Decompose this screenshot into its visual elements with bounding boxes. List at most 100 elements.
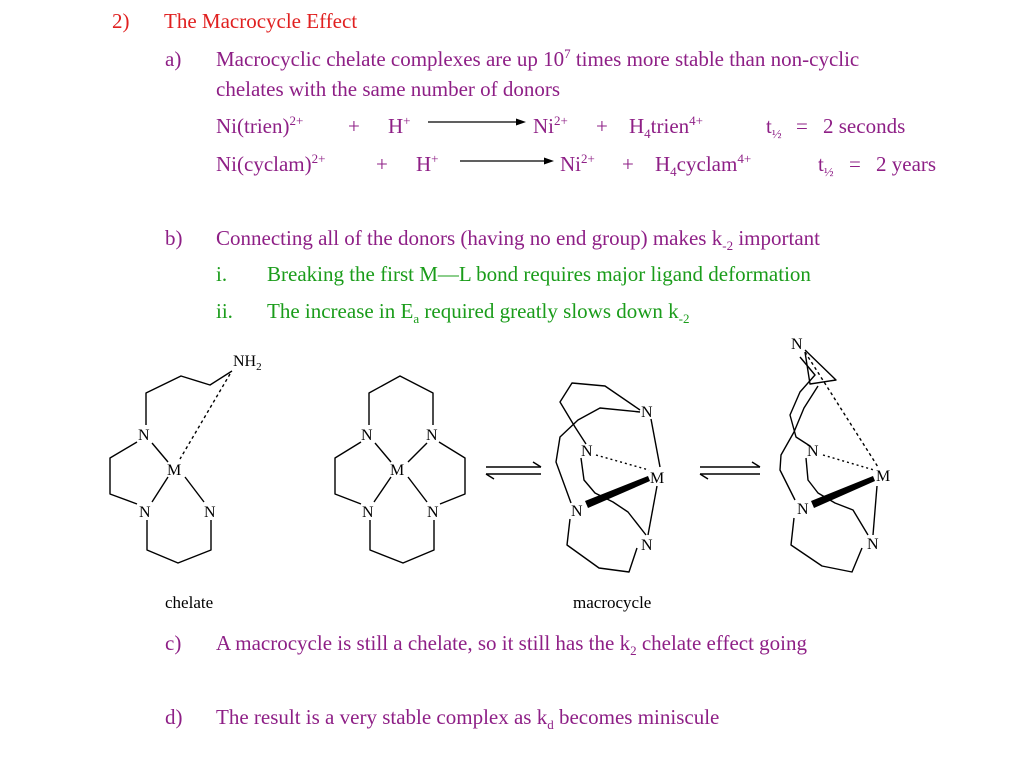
eq2-h4: H: [655, 152, 671, 176]
eq2-ni-text: Ni: [560, 152, 581, 176]
eq1-ni-sup: 2+: [554, 113, 568, 128]
eq1-arrow: [428, 118, 526, 126]
macro3d-n1: N: [641, 404, 653, 421]
equation-trien: Ni(trien)2+ + H+ Ni2+ + H4trien4+ t½ = 2…: [216, 114, 976, 140]
chelate-n-top: N: [138, 427, 150, 444]
cyclam-n4: N: [427, 504, 439, 521]
item-b-text: Connecting all of the donors (having no …: [216, 226, 820, 254]
eq1-left: Ni(trien): [216, 114, 290, 138]
equation-cyclam: Ni(cyclam)2+ + H+ Ni2+ + H4cyclam4+ t½ =…: [216, 152, 976, 178]
item-b-ii-text: The increase in Ea required greatly slow…: [267, 299, 690, 327]
item-a-line2: chelates with the same number of donors: [216, 77, 561, 101]
eq2-value: 2 years: [876, 152, 937, 176]
item-d-text-b: becomes miniscule: [553, 705, 720, 729]
item-b-ii-text-b: required greatly slows down k: [419, 299, 679, 323]
cyclam-n3: N: [362, 504, 374, 521]
item-c-label: c): [165, 631, 182, 655]
cyclam-n2: N: [426, 427, 438, 444]
structure-figure: N N N M NH2 N N N N M N N N N M N N N N …: [109, 336, 890, 573]
eq2-product-ligand: H4cyclam4+: [655, 151, 752, 180]
eq1-product-ligand: H4trien4+: [629, 113, 703, 142]
heading-text: The Macrocycle Effect: [164, 9, 358, 33]
eq2-h: H: [416, 152, 432, 176]
eq2-ligand-sup: 4+: [737, 151, 752, 166]
macro3d-metal: M: [650, 470, 664, 487]
eq1-reactant: Ni(trien)2+: [216, 114, 303, 138]
eq1-h4-sub: 4: [644, 126, 651, 142]
macrocycle-3d-structure: [555, 382, 661, 573]
item-b-ii-label: ii.: [216, 299, 233, 323]
eq2-ni-sup: 2+: [581, 151, 595, 166]
macrodis-n3: N: [797, 501, 809, 518]
eq2-equals: =: [849, 152, 861, 176]
section-heading: 2) The Macrocycle Effect: [112, 9, 357, 33]
item-b-i-label: i.: [216, 262, 228, 286]
chelate-n-bottom-right: N: [204, 504, 216, 521]
eq2-half-life: t½: [818, 152, 834, 180]
item-d-text: The result is a very stable complex as k…: [216, 705, 720, 733]
eq2-ligand: cyclam: [676, 152, 738, 176]
eq2-plus2: +: [622, 152, 634, 176]
eq1-t: t: [766, 114, 772, 138]
eq1-ligand: trien: [650, 114, 690, 138]
eq1-h-sup: +: [403, 113, 411, 128]
item-b-text-a: Connecting all of the donors (having no …: [216, 226, 723, 250]
eq2-arrow: [460, 157, 554, 165]
eq2-t-sub: ½: [823, 164, 834, 180]
macrocycle-dissociated-structure: [779, 349, 879, 573]
cyclam-metal: M: [390, 462, 404, 479]
eq2-reactant: Ni(cyclam)2+: [216, 152, 325, 176]
macro3d-n2: N: [581, 443, 593, 460]
eq1-t-sub: ½: [771, 126, 782, 142]
item-a-label: a): [165, 47, 182, 71]
eq2-ni: Ni2+: [560, 152, 595, 176]
eq1-h: H: [388, 114, 404, 138]
macrodis-n4: N: [867, 536, 879, 553]
item-b-i-text: Breaking the first M—L bond requires maj…: [267, 262, 811, 286]
eq1-ligand-sup: 4+: [689, 113, 703, 128]
chelate-nh2-text: NH: [233, 353, 257, 370]
eq1-left-sup: 2+: [289, 113, 304, 128]
eq2-plus1: +: [376, 152, 388, 176]
caption-macrocycle: macrocycle: [573, 593, 652, 612]
eq2-left: Ni(cyclam): [216, 152, 312, 176]
heading-number: 2): [112, 9, 130, 33]
eq2-left-sup: 2+: [311, 151, 326, 166]
eq1-plus1: +: [348, 114, 360, 138]
eq2-proton: H+: [416, 152, 439, 176]
item-c-text: A macrocycle is still a chelate, so it s…: [216, 631, 808, 657]
eq2-t: t: [818, 152, 824, 176]
chelate-nh2: NH2: [233, 353, 262, 373]
item-b-ii-text-a: The increase in E: [267, 299, 414, 323]
item-d-label: d): [165, 705, 183, 729]
item-b-ii-sub: a: [413, 311, 420, 327]
macrodis-metal: M: [876, 468, 890, 485]
chelate-n-bottom-left: N: [139, 504, 151, 521]
equilibrium-arrow-1: [485, 461, 542, 480]
item-b-ii-sub2: -2: [678, 311, 690, 327]
chelate-metal: M: [167, 462, 181, 479]
eq1-ni: Ni2+: [533, 114, 568, 138]
eq1-plus2: +: [596, 114, 608, 138]
item-b-sub: -2: [722, 238, 734, 254]
cyclam-structure: [334, 375, 466, 564]
eq1-proton: H+: [388, 114, 411, 138]
item-a-text1: Macrocyclic chelate complexes are up 10: [216, 47, 565, 71]
item-d-text-a: The result is a very stable complex as k: [216, 705, 548, 729]
item-d-sub: d: [547, 717, 554, 733]
equilibrium-arrow-2: [699, 461, 761, 480]
item-a-sup: 7: [564, 46, 571, 61]
eq2-h-sup: +: [431, 151, 439, 166]
item-a-line1: Macrocyclic chelate complexes are up 107…: [216, 47, 859, 71]
item-b-text-b: important: [733, 226, 820, 250]
eq1-half-life: t½: [766, 114, 782, 142]
item-b-label: b): [165, 226, 183, 250]
chelate-nh2-sub: 2: [256, 361, 262, 373]
item-c-text-a: A macrocycle is still a chelate, so it s…: [216, 631, 631, 655]
eq1-equals: =: [796, 114, 808, 138]
eq2-h4-sub: 4: [670, 164, 677, 180]
item-c-text-b: chelate effect going: [636, 631, 808, 655]
macrodis-n1: N: [791, 336, 803, 353]
chelate-structure: [109, 370, 233, 564]
macrodis-n2: N: [807, 443, 819, 460]
